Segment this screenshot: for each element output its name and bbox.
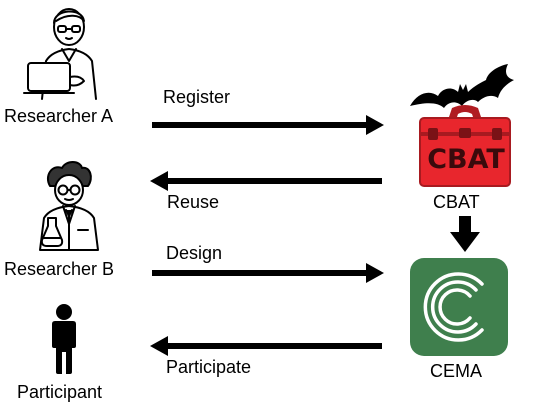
reuse-label: Reuse <box>167 192 220 212</box>
toolbox-icon <box>419 105 511 187</box>
scientist-icon <box>39 161 99 251</box>
researcher-b-label: Researcher B <box>4 259 115 279</box>
design-label: Design <box>166 243 223 263</box>
register-label: Register <box>163 87 231 107</box>
researcher-laptop-icon <box>23 8 97 100</box>
participant-icon <box>52 304 76 374</box>
cema-logo-icon <box>410 258 508 356</box>
participate-arrow <box>150 336 382 356</box>
cbat-to-cema-arrow <box>450 216 480 252</box>
register-arrow <box>152 115 384 135</box>
cbat-box-text: CBAT <box>427 144 505 175</box>
cema-label: CEMA <box>430 361 483 381</box>
participate-label: Participate <box>166 357 252 377</box>
researcher-a-label: Researcher A <box>4 106 114 126</box>
design-arrow <box>152 263 384 283</box>
participant-label: Participant <box>17 382 103 402</box>
bat-icon <box>410 64 514 108</box>
reuse-arrow <box>150 171 382 191</box>
cbat-label: CBAT <box>433 192 480 212</box>
